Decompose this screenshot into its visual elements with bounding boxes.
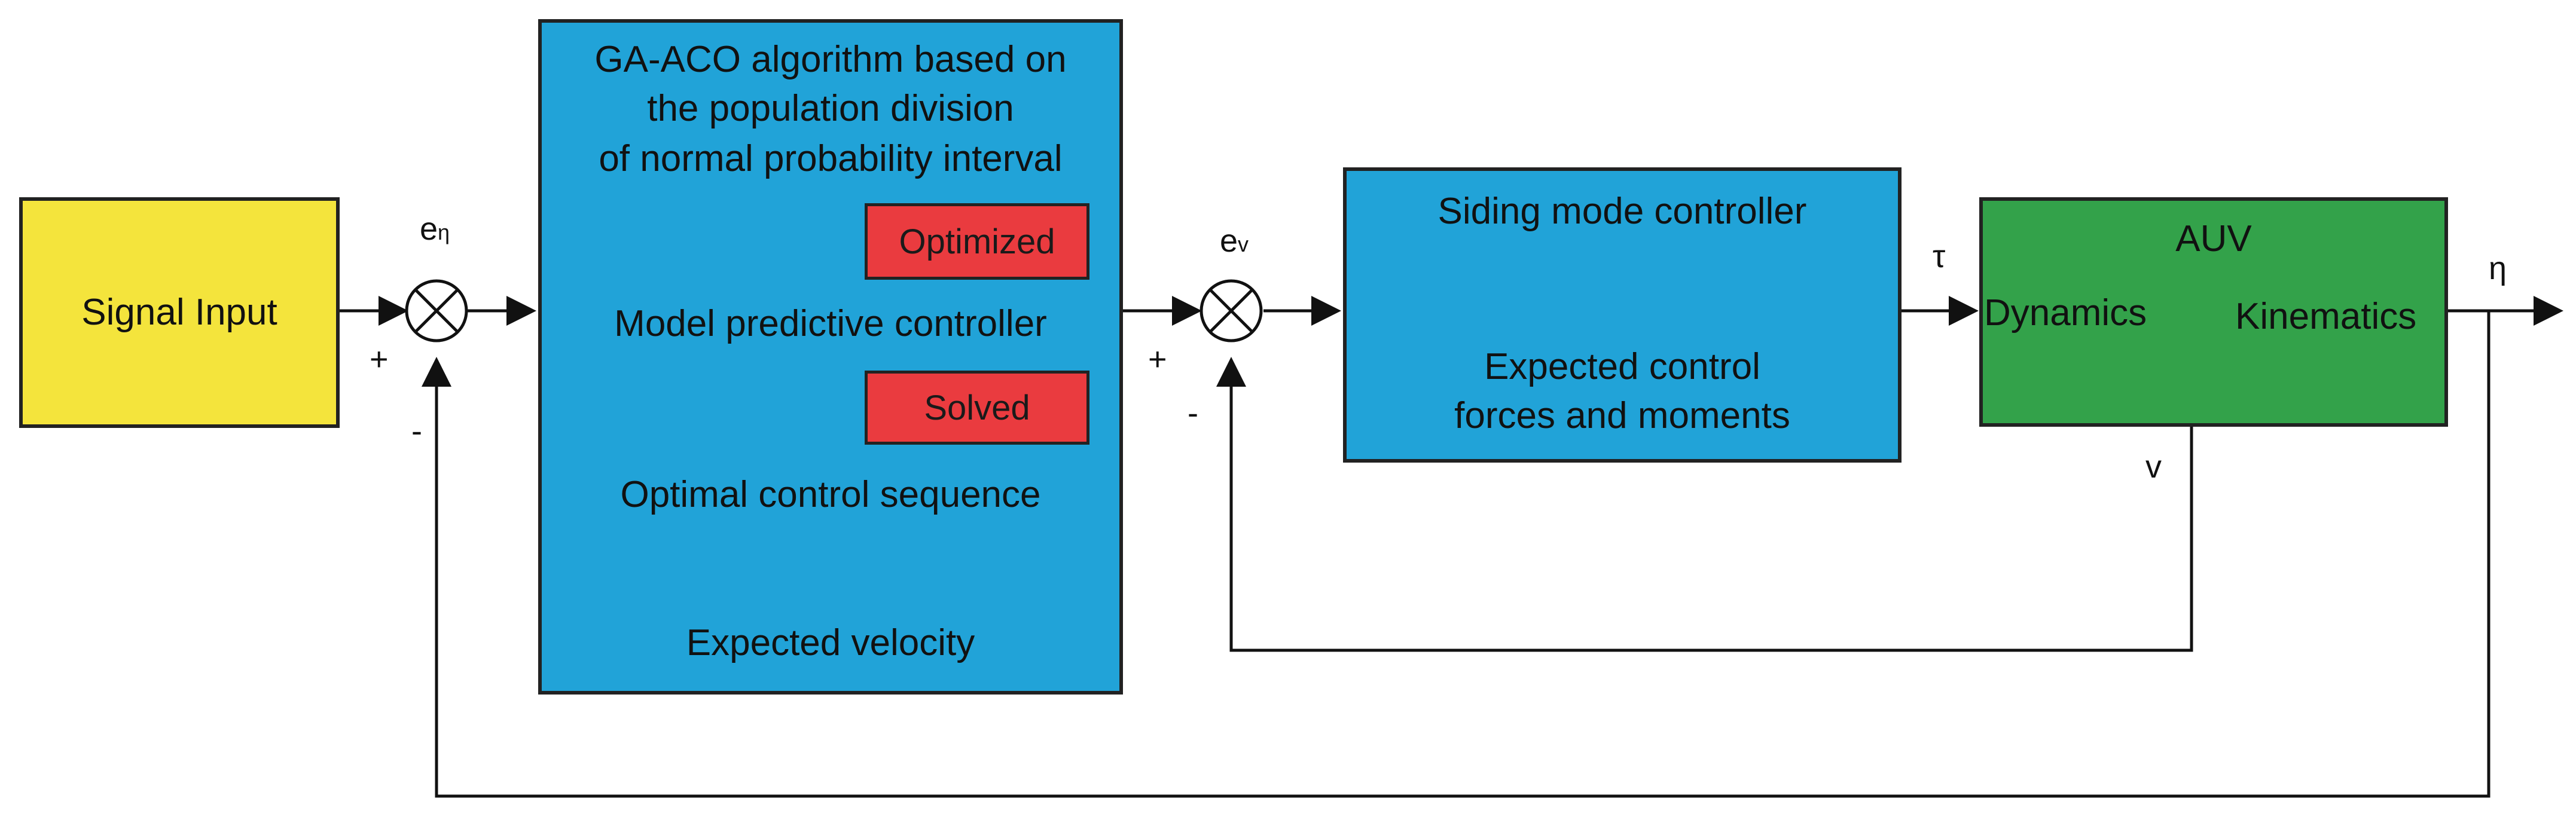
ga-aco-line-3: of normal probability interval — [599, 138, 1063, 179]
optimized-badge: Optimized — [865, 203, 1089, 280]
expected-velocity-label: Expected velocity — [686, 622, 975, 663]
minus-sign-1: - — [411, 413, 422, 449]
plus-sign-2: + — [1148, 341, 1167, 377]
signal-input-label: Signal Input — [81, 292, 277, 334]
auv-block — [1979, 197, 2448, 427]
tau-label: τ — [1933, 238, 1946, 274]
minus-sign-2: - — [1188, 395, 1198, 431]
e-v-label: ev — [1220, 223, 1249, 259]
auv-title: AUV — [2175, 218, 2252, 259]
eta-output-label: η — [2489, 250, 2507, 286]
smc-output-line-1: Expected control — [1484, 346, 1760, 387]
auv-dynamics: Dynamics — [1984, 292, 2147, 334]
smc-block — [1343, 167, 1902, 463]
feedback-v — [1216, 357, 2193, 652]
optimal-sequence-label: Optimal control sequence — [620, 474, 1041, 515]
v-feedback-label: v — [2145, 449, 2162, 485]
e-eta-label: eη — [420, 211, 450, 247]
signal-input-block: Signal Input — [19, 197, 340, 428]
summing-junction-2 — [1200, 279, 1263, 342]
plus-sign-1: + — [370, 341, 389, 377]
smc-output-line-2: forces and moments — [1454, 395, 1790, 436]
ga-aco-mpc-block — [538, 19, 1123, 695]
auv-kinematics: Kinematics — [2235, 296, 2417, 337]
ga-aco-line-2: the population division — [647, 88, 1014, 129]
solved-badge: Solved — [865, 371, 1089, 445]
mpc-label: Model predictive controller — [614, 303, 1047, 344]
feedback-eta — [422, 311, 2490, 798]
ga-aco-line-1: GA-ACO algorithm based on — [594, 39, 1067, 80]
smc-title: Siding mode controller — [1437, 191, 1807, 232]
summing-junction-1 — [405, 279, 468, 342]
